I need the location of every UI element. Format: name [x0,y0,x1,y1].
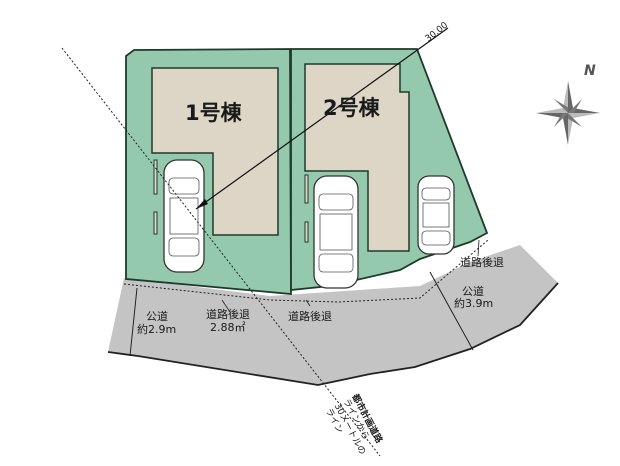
setback-label: 道路後退 [460,255,504,269]
fence-mark [304,174,309,204]
setback-pointer [305,299,311,307]
building-1-footprint [151,67,279,236]
public-road-surface [108,245,558,385]
planning-line-note: 都市計画道路 ラインから 30メートルの ライン [323,391,386,457]
building-2-footprint [304,63,410,252]
lot-1-label: 1号棟 [185,101,243,125]
road-name-label: 公道 [462,284,484,298]
setback-pointer [221,299,231,313]
road-edge-line [107,282,559,386]
road-name-label: 公道 [146,309,168,323]
road-width-label: 約2.9m [137,322,176,336]
parked-car-icon [313,175,359,289]
fence-mark [304,221,309,243]
arrow-head-icon [196,199,208,209]
dimension-label: 30.00 [424,20,451,44]
setback-label: 道路後退 [288,309,332,323]
setback-line [123,239,489,303]
fence-mark [153,211,158,235]
compass-north-label: N [584,63,596,79]
lot-2-label: 2号棟 [323,96,381,120]
parked-car-icon [163,159,205,273]
setback-area-label: 2.88㎡ [210,321,246,334]
fence-mark [153,159,158,195]
dimension-line-30m [195,27,449,210]
compass-rose-icon [536,81,600,145]
road-width-arrow [429,271,474,351]
parked-car-icon [417,175,455,255]
road-width-arrow [129,287,138,357]
road-width-label: 約3.9m [454,296,493,310]
setback-pointer [477,239,480,257]
setback-label: 道路後退 [206,307,250,321]
